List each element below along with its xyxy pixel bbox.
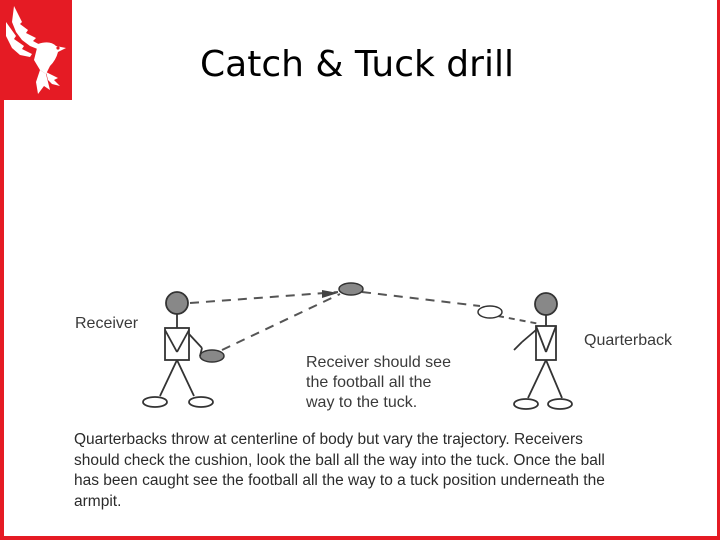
receiver-figure (142, 291, 214, 408)
football-tucked (199, 349, 225, 363)
note-line-2: the football all the (306, 374, 432, 391)
quarterback-label: Quarterback (584, 332, 673, 349)
slide-title: Catch & Tuck drill (200, 44, 514, 85)
eagle-icon (6, 6, 66, 94)
description-line-3: has been caught see the football all the… (74, 472, 605, 489)
football-in-flight (338, 282, 364, 296)
note-line-1: Receiver should see (306, 354, 451, 371)
throw-line-low (221, 293, 341, 351)
arrow-head-icon (322, 290, 338, 298)
throw-line-high-to-ball (189, 291, 339, 304)
logo (0, 0, 72, 100)
drill-description: Quarterbacks throw at centerline of body… (74, 430, 684, 512)
pass-line-qb (497, 315, 541, 325)
throw-line-ball-to-qb (361, 291, 481, 307)
note-line-3: way to the tuck. (305, 394, 417, 411)
football-at-qb (477, 305, 503, 319)
receiver-label: Receiver (75, 315, 139, 332)
description-line-2: should check the cushion, look the ball … (74, 451, 605, 469)
description-line-4: armpit. (74, 492, 122, 510)
description-line-1: Quarterbacks throw at centerline of body… (74, 431, 583, 448)
quarterback-figure (513, 292, 573, 410)
